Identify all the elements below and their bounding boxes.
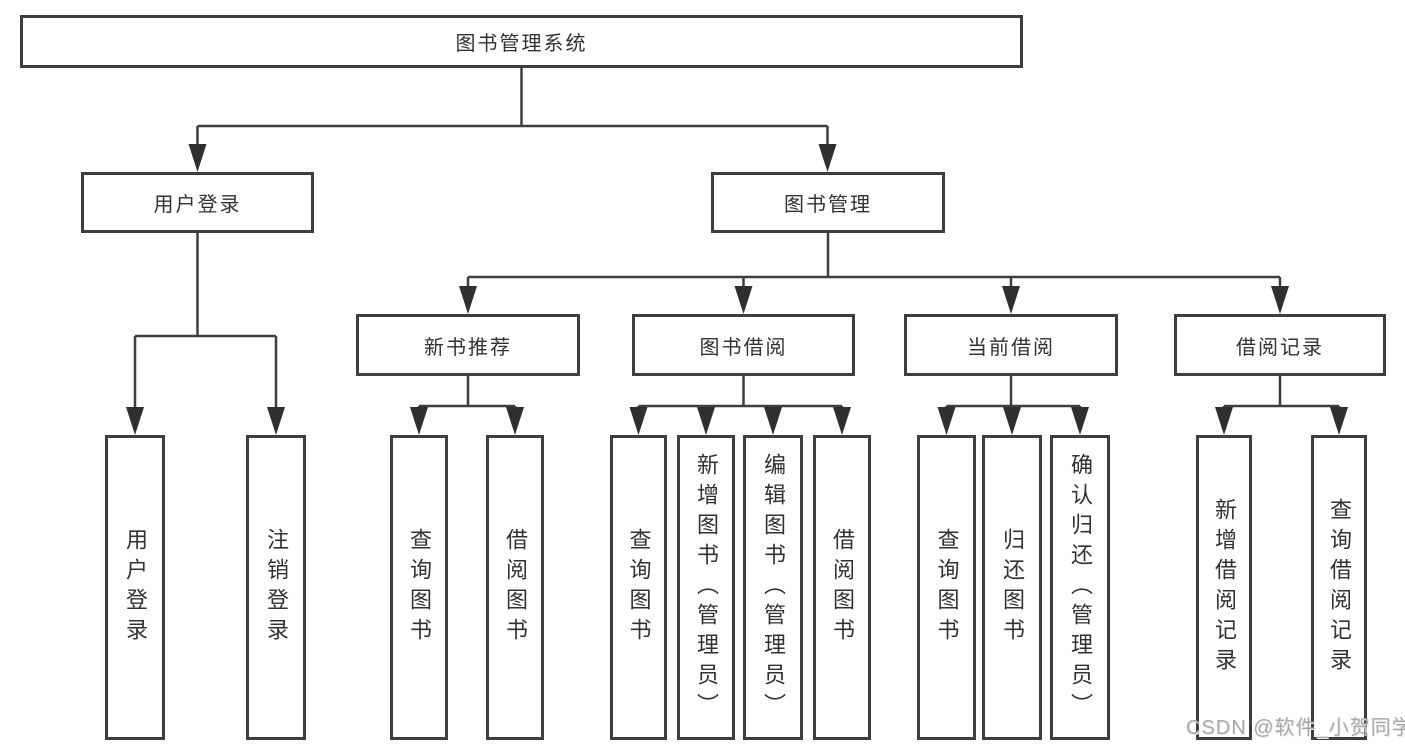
node-leaf-logout: 注销登录 — [246, 435, 306, 740]
node-label: 归还图书 — [1000, 527, 1025, 648]
node-label: 借阅图书 — [830, 527, 855, 648]
arrowhead — [126, 407, 144, 435]
arrowhead — [1071, 407, 1089, 435]
node-label: 当前借阅 — [967, 336, 1055, 359]
node-label: 用户登录 — [153, 194, 242, 216]
node-leaf-user-login: 用户登录 — [105, 435, 165, 740]
node-user-login: 用户登录 — [81, 172, 314, 233]
node-label: 查询借阅记录 — [1327, 497, 1352, 678]
connector-book-management-to-level3 — [466, 233, 1282, 288]
node-leaf-edit-books-admin: 编辑图书（管理员） — [743, 435, 803, 740]
node-leaf-borrow-books: 借阅图书 — [486, 435, 544, 740]
node-label: 确认归还（管理员） — [1068, 452, 1093, 723]
node-label: 编辑图书（管理员） — [761, 452, 786, 723]
node-leaf-confirm-return-admin: 确认归还（管理员） — [1050, 435, 1110, 740]
arrowhead — [833, 407, 851, 435]
node-leaf-query-books: 查询图书 — [917, 435, 976, 740]
node-label: 查询图书 — [407, 527, 432, 648]
arrowhead — [1215, 407, 1233, 435]
connector-user-login-to-leaves — [133, 233, 278, 409]
node-label: 图书管理系统 — [455, 33, 588, 55]
arrowhead — [937, 407, 956, 435]
node-label: 借阅图书 — [503, 527, 528, 648]
connector-borrow-record-to-leaves — [1222, 376, 1341, 410]
arrowhead — [1330, 407, 1348, 435]
node-book-management: 图书管理 — [711, 172, 945, 233]
connector-book-borrow-to-leaves — [637, 376, 844, 410]
arrowhead — [1002, 286, 1020, 314]
arrowhead — [734, 286, 753, 314]
node-leaf-add-books-admin: 新增图书（管理员） — [677, 435, 735, 740]
node-leaf-query-books: 查询图书 — [610, 435, 667, 740]
watermark: CSDN @软件_小贺同学 — [1186, 717, 1405, 739]
node-label: 注销登录 — [264, 527, 289, 648]
node-leaf-add-borrow-record: 新增借阅记录 — [1196, 435, 1252, 740]
arrowhead — [410, 407, 428, 435]
node-label: 查询图书 — [626, 527, 652, 648]
arrowhead — [1003, 407, 1021, 435]
node-library-management-system: 图书管理系统 — [20, 15, 1023, 68]
node-leaf-query-books: 查询图书 — [390, 435, 448, 740]
arrowhead — [267, 407, 285, 435]
node-label: 借阅记录 — [1236, 336, 1324, 359]
arrowhead — [188, 144, 207, 172]
node-leaf-borrow-books: 借阅图书 — [813, 435, 871, 740]
arrowhead — [629, 407, 648, 435]
arrowhead — [818, 144, 837, 172]
node-label: 图书管理 — [784, 194, 872, 216]
arrowhead — [697, 407, 715, 435]
node-label: 新书推荐 — [424, 336, 512, 359]
arrowhead — [506, 407, 524, 435]
node-borrow-record: 借阅记录 — [1174, 314, 1386, 376]
connector-root-to-level2 — [196, 68, 829, 146]
node-book-borrow: 图书借阅 — [632, 314, 855, 376]
arrowhead — [459, 286, 477, 314]
node-current-borrow: 当前借阅 — [904, 314, 1118, 376]
node-label: 新增图书（管理员） — [694, 452, 719, 723]
node-label: 新增借阅记录 — [1212, 497, 1237, 678]
arrowhead — [764, 407, 782, 435]
node-new-book-recommend: 新书推荐 — [356, 314, 580, 376]
node-label: 图书借阅 — [699, 336, 788, 359]
node-leaf-return-books: 归还图书 — [982, 435, 1042, 740]
node-leaf-query-borrow-record: 查询借阅记录 — [1311, 435, 1367, 740]
connector-current-borrow-to-leaves — [945, 376, 1082, 410]
arrowhead — [1271, 286, 1289, 314]
node-label: 用户登录 — [123, 527, 148, 648]
node-label: 查询图书 — [934, 527, 960, 648]
connector-new-book-recommend-to-leaves — [417, 376, 517, 410]
